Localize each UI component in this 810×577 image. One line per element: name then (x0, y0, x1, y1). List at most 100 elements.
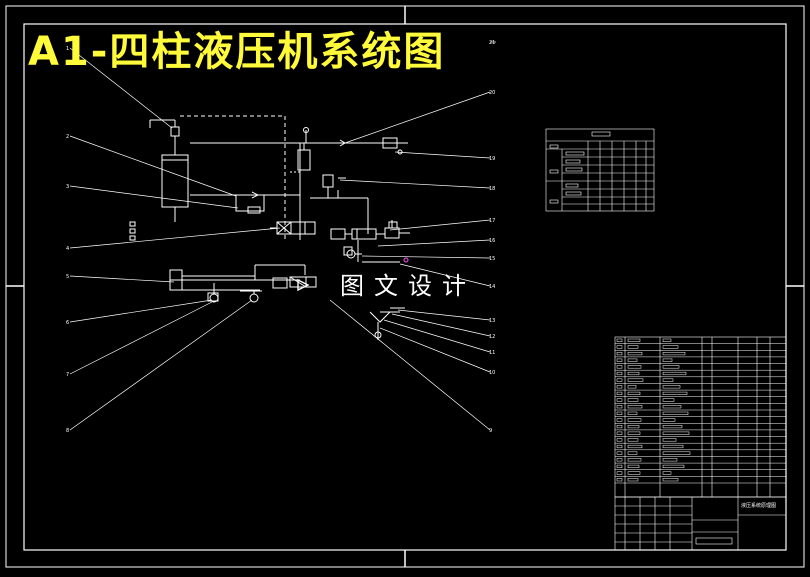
parts-row-index (616, 458, 623, 462)
callout-3: 3 (66, 184, 69, 190)
parts-row-text (627, 358, 638, 362)
parts-row-spec (662, 365, 680, 369)
callout-10: 10 (489, 370, 495, 376)
parts-row-spec (662, 444, 684, 449)
parts-row-index (616, 464, 623, 468)
leader-lines (69, 41, 496, 431)
parts-row-index (616, 391, 623, 395)
parts-row-text (627, 438, 639, 442)
parts-row-index (616, 365, 623, 369)
callout-14: 14 (489, 284, 495, 290)
parts-row-text (627, 398, 639, 402)
parts-row-spec (662, 451, 691, 455)
action-table (545, 128, 655, 212)
parts-rows (615, 338, 786, 482)
callout-11: 11 (489, 350, 495, 356)
parts-row-index (616, 425, 623, 429)
parts-row-index (616, 438, 623, 442)
parts-row-index (616, 338, 623, 342)
hydraulic-schematic (129, 115, 410, 340)
callout-9: 9 (489, 428, 492, 434)
callout-4: 4 (66, 246, 69, 252)
callout-2: 2 (66, 134, 69, 140)
parts-row-text (627, 431, 641, 435)
watermark-text: 图文设计 (340, 272, 476, 300)
callout-15: 15 (489, 256, 495, 262)
parts-row-spec (662, 405, 682, 409)
callout-13: 13 (489, 318, 495, 324)
parts-row-text (627, 451, 638, 455)
parts-row-text (627, 371, 640, 376)
callout-8: 8 (66, 428, 69, 434)
callout-17: 17 (489, 218, 495, 224)
title-block-drawing-name: 液压系统原理图 (741, 503, 777, 509)
parts-row-spec (662, 425, 683, 429)
watermark-logo-icon (297, 278, 310, 292)
parts-row-spec (662, 431, 690, 435)
parts-row-text (627, 352, 643, 356)
parts-list (614, 336, 787, 498)
parts-row-spec (662, 371, 687, 376)
parts-row-text (627, 464, 640, 468)
parts-row-index (616, 352, 623, 356)
parts-row-spec (662, 398, 675, 402)
parts-row-text (627, 391, 641, 395)
parts-row-index (616, 371, 623, 376)
parts-row-index (616, 451, 623, 455)
callout-12: 12 (489, 334, 495, 340)
parts-row-text (627, 365, 642, 369)
parts-row-text (627, 385, 637, 389)
parts-row-spec (662, 464, 685, 468)
parts-row-index (616, 358, 623, 362)
callout-6: 6 (66, 320, 69, 326)
parts-row-spec (662, 352, 686, 356)
magenta-marker (403, 257, 409, 263)
parts-row-spec (662, 378, 674, 382)
callout-18: 18 (489, 186, 495, 192)
parts-row-spec (662, 338, 672, 342)
parts-row-spec (662, 411, 689, 415)
parts-row-index (616, 378, 623, 382)
parts-row-index (616, 431, 623, 435)
parts-row-spec (662, 458, 678, 462)
parts-row-index (616, 398, 623, 402)
parts-row-text (627, 411, 638, 415)
callout-1: 1 (66, 46, 69, 52)
parts-row-spec (662, 385, 681, 389)
main-cylinder (161, 154, 189, 208)
parts-row-text (627, 378, 644, 382)
parts-row-text (627, 444, 643, 449)
parts-row-spec (662, 391, 688, 395)
parts-row-spec (662, 418, 676, 422)
parts-row-index (616, 478, 623, 482)
parts-row-spec (662, 471, 672, 475)
callout-20: 20 (489, 90, 495, 96)
callout-19: 19 (489, 156, 495, 162)
title-block (614, 496, 787, 551)
parts-row-index (616, 418, 623, 422)
parts-row-index (616, 345, 623, 349)
parts-row-spec (662, 478, 679, 482)
callout-numbers: 1 2 3 4 5 6 7 8 9 10 11 12 13 14 15 16 1… (66, 40, 495, 434)
callout-5: 5 (66, 274, 69, 280)
parts-row-text (627, 471, 641, 475)
parts-row-text (627, 345, 639, 349)
parts-row-spec (662, 358, 673, 362)
parts-row-index (616, 405, 623, 409)
parts-row-text (627, 425, 640, 429)
callout-7: 7 (66, 372, 69, 378)
parts-row-text (627, 418, 642, 422)
parts-row-text (627, 478, 639, 482)
parts-row-index (616, 444, 623, 449)
parts-row-index (616, 471, 623, 475)
parts-row-index (616, 411, 623, 415)
callout-16: 16 (489, 238, 495, 244)
parts-row-spec (662, 345, 679, 349)
parts-row-text (627, 338, 641, 342)
parts-row-spec (662, 438, 677, 442)
parts-row-text (627, 405, 643, 409)
parts-row-text (627, 458, 642, 462)
parts-row-index (616, 385, 623, 389)
